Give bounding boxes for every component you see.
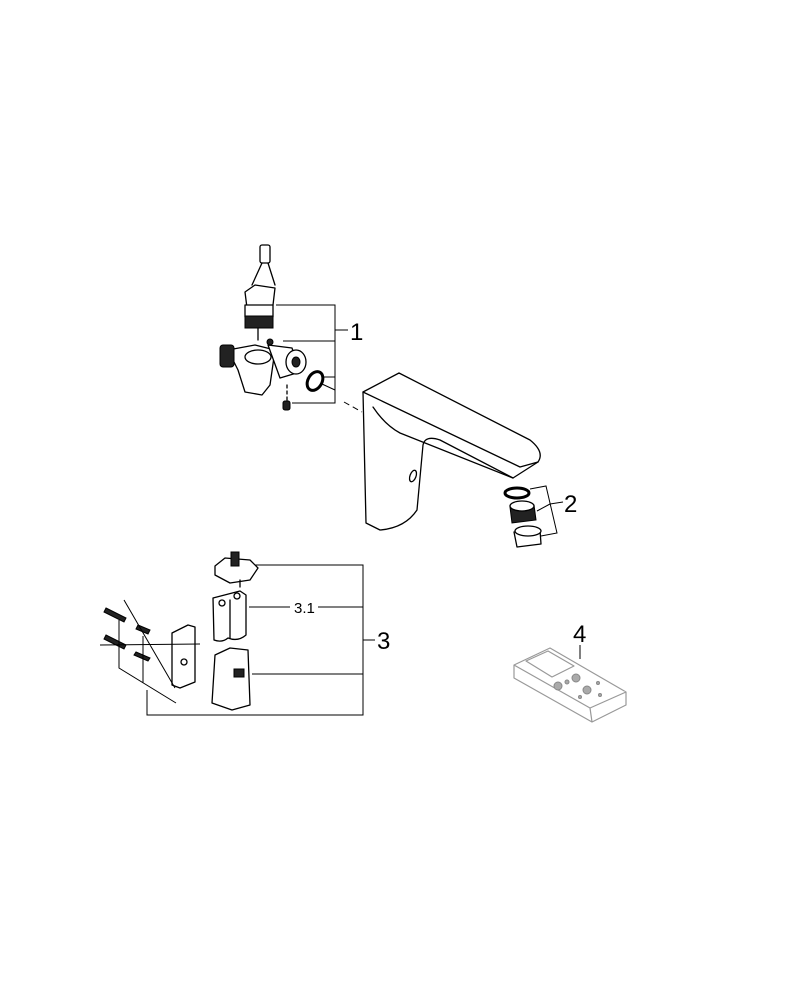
bracket-hole [180,658,188,666]
remote-control: 4 [513,621,627,723]
cable-plug [259,244,271,264]
assembly-dash-line [343,401,363,413]
callout-bracket-1 [276,304,336,404]
remote-button [596,681,600,685]
aerator-insert-top [509,500,535,512]
callout-label-4: 4 [573,621,586,648]
callout-label-3-1: 3.1 [294,600,315,617]
wall-plug [103,607,127,623]
valve-thread [219,344,235,368]
sensor-window [408,469,418,483]
axis-line [321,383,336,391]
remote-button [553,681,563,691]
faucet-top-edge [362,391,539,468]
solenoid-thread [244,315,274,329]
callout-leader-2 [549,501,564,505]
screw [133,651,151,662]
callout-bracket-2 [529,485,558,537]
lid-connector [230,551,240,567]
cable [251,262,276,286]
faucet-body [362,372,541,531]
remote-button [598,693,602,697]
aerator-set: 2 [503,485,577,548]
valve-assembly: 1 [219,244,363,413]
aerator-seal [503,486,531,500]
callout-label-3: 3 [377,628,390,655]
callout-bracket-3 [146,564,375,716]
housing-label [233,668,245,678]
battery-box-set: 3.1 3 [99,551,390,716]
valve-opening [244,349,272,365]
remote-edge [513,664,627,723]
solenoid-body [244,304,274,318]
remote-button [582,685,592,695]
grub-screw [282,400,291,411]
remote-display [525,650,575,678]
callout-label-1: 1 [350,319,363,346]
battery-lid [214,557,259,584]
callout-label-2: 2 [564,491,577,518]
assembly-line [118,620,177,704]
battery-housing [211,647,251,711]
mounting-bracket [171,624,196,689]
battery-terminal [233,592,241,600]
faucet-outline [362,372,541,531]
remote-button [578,695,582,699]
assembly-line [99,599,201,689]
wall-plug [103,634,127,650]
remote-button [571,673,581,683]
valve-screw [266,338,274,346]
aerator-housing-top [514,525,542,537]
outlet-hole [291,356,301,368]
remote-button [564,679,570,685]
battery-terminal [218,599,226,607]
o-ring [305,370,325,392]
faucet-spout-edge [372,406,514,479]
